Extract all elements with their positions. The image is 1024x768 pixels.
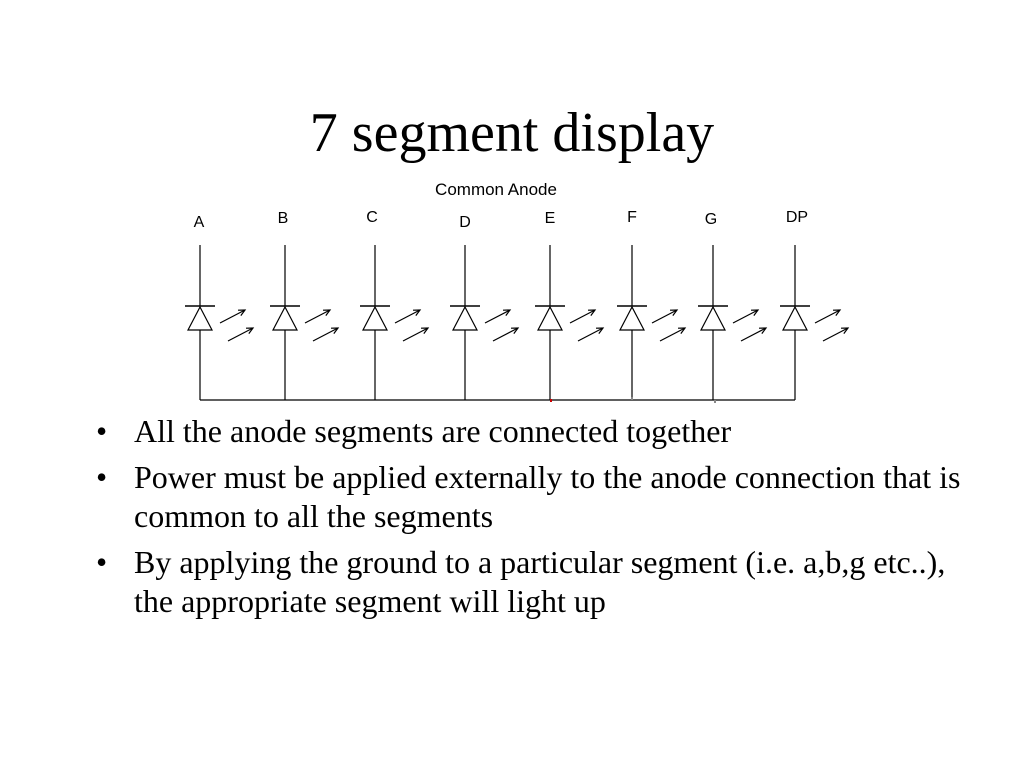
led-e: E <box>535 210 605 400</box>
bullet-mark: • <box>96 413 108 449</box>
arrow-head <box>587 309 597 316</box>
bullet-item: • Power must be applied externally to th… <box>96 458 976 536</box>
led-f: F <box>617 209 687 400</box>
light-emission-arrow <box>492 327 520 342</box>
segment-label: DP <box>786 209 808 226</box>
bullet-mark: • <box>96 544 108 580</box>
bullet-text: All the anode segments are connected tog… <box>134 413 732 449</box>
diode-symbol <box>362 305 388 331</box>
segment-label: B <box>278 210 289 227</box>
led-d: D <box>450 214 520 400</box>
arrow-head <box>412 309 422 316</box>
light-emission-arrow <box>219 309 247 324</box>
arrow-shaft <box>740 327 767 342</box>
light-emission-arrow <box>822 327 850 342</box>
diode-symbol <box>537 305 563 331</box>
arrow-shaft <box>227 327 254 342</box>
arrow-shaft <box>312 327 339 342</box>
diode-symbol <box>272 305 298 331</box>
arrow-shaft <box>569 309 596 324</box>
light-emission-arrow <box>484 309 512 324</box>
light-emission-arrow <box>394 309 422 324</box>
arrow-shaft <box>219 309 246 324</box>
bullet-mark: • <box>96 459 108 495</box>
segment-label: D <box>459 214 471 231</box>
arrow-shaft <box>484 309 511 324</box>
arrow-shaft <box>822 327 849 342</box>
arrow-head <box>510 327 520 334</box>
segment-label: C <box>366 209 378 226</box>
diode-symbol <box>782 305 808 331</box>
led-g: G <box>698 211 768 400</box>
segment-label: G <box>705 211 717 228</box>
arrow-shaft <box>304 309 331 324</box>
arrow-shaft <box>394 309 421 324</box>
light-emission-arrow <box>732 309 760 324</box>
light-emission-arrow <box>569 309 597 324</box>
segment-label: F <box>627 209 637 226</box>
arrow-shaft <box>492 327 519 342</box>
light-emission-arrow <box>227 327 255 342</box>
slide-title: 7 segment display <box>309 102 715 164</box>
bullet-item: • All the anode segments are connected t… <box>96 412 976 451</box>
bus-marker <box>550 399 552 402</box>
light-emission-arrow <box>312 327 340 342</box>
arrow-head <box>237 309 247 316</box>
diode-symbol <box>619 305 645 331</box>
arrow-head <box>840 327 850 334</box>
arrow-shaft <box>651 309 678 324</box>
arrow-shaft <box>577 327 604 342</box>
diode-symbol <box>700 305 726 331</box>
arrow-shaft <box>659 327 686 342</box>
segment-label: E <box>545 210 556 227</box>
arrow-head <box>669 309 679 316</box>
arrow-head <box>502 309 512 316</box>
led-b: B <box>270 210 340 400</box>
diode-symbol <box>452 305 478 331</box>
bullet-item: • By applying the ground to a particular… <box>96 543 976 621</box>
arrow-shaft <box>732 309 759 324</box>
led-c: C <box>360 209 430 400</box>
arrow-head <box>322 309 332 316</box>
light-emission-arrow <box>402 327 430 342</box>
bullet-list: • All the anode segments are connected t… <box>96 412 976 628</box>
light-emission-arrow <box>577 327 605 342</box>
arrow-head <box>420 327 430 334</box>
arrow-head <box>677 327 687 334</box>
light-emission-arrow <box>814 309 842 324</box>
arrow-head <box>595 327 605 334</box>
bus-marker <box>631 397 633 400</box>
light-emission-arrow <box>659 327 687 342</box>
arrow-head <box>330 327 340 334</box>
arrow-shaft <box>402 327 429 342</box>
led-a: A <box>185 214 255 400</box>
light-emission-arrow <box>304 309 332 324</box>
led-dp: DP <box>780 209 850 400</box>
led-array: A B C D E F G DP <box>185 209 850 403</box>
diode-symbol <box>187 305 213 331</box>
arrow-head <box>832 309 842 316</box>
arrow-head <box>758 327 768 334</box>
bullet-text: Power must be applied externally to the … <box>134 459 961 534</box>
bullet-text: By applying the ground to a particular s… <box>134 544 946 619</box>
arrow-head <box>245 327 255 334</box>
bus-marker <box>714 400 716 403</box>
light-emission-arrow <box>740 327 768 342</box>
segment-label: A <box>194 214 205 231</box>
arrow-head <box>750 309 760 316</box>
schematic-heading: Common Anode <box>435 180 557 199</box>
arrow-shaft <box>814 309 841 324</box>
light-emission-arrow <box>651 309 679 324</box>
